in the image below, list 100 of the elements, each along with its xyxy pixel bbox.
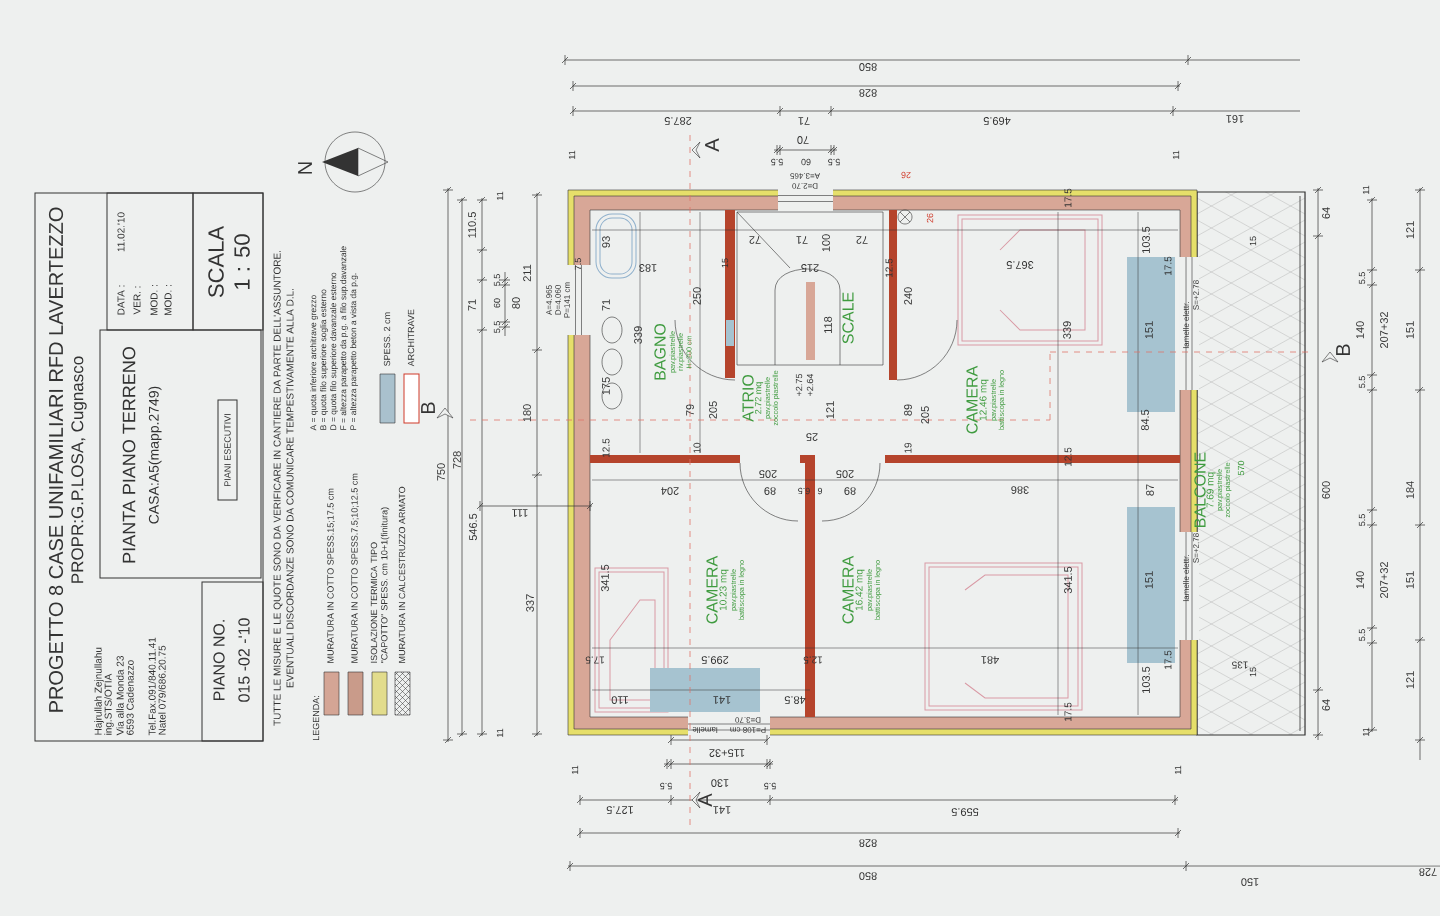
dimension-label: 12.5: [602, 438, 610, 457]
window-spec: A=4.965: [546, 285, 552, 315]
dimension-label: 337: [526, 594, 534, 612]
dimension-label: 600: [1322, 481, 1330, 499]
dimension-label: 17.5: [1164, 256, 1172, 275]
legend-label: ARCHITRAVE: [407, 309, 415, 367]
key-line: B = quota filo superiore soglia esterno: [320, 289, 328, 430]
contact-line: 6593 Cadenazzo: [126, 660, 134, 735]
dimension-label: 26: [926, 213, 934, 223]
level-label: +2.64: [806, 373, 814, 396]
dimension-label: 339: [1063, 321, 1071, 339]
dimension-label: 481: [981, 656, 999, 664]
dimension-label: 11: [1172, 150, 1180, 159]
dimension-label: 204: [661, 487, 679, 495]
dimension-label: 728: [1419, 868, 1437, 876]
dimension-label: 339: [634, 326, 642, 344]
dimension-label: 15: [721, 258, 729, 268]
dimension-label: 72: [749, 236, 761, 244]
legend-heading: LEGENDA:: [312, 696, 320, 740]
dimension-label: 151: [1145, 571, 1153, 589]
dimension-label: 121: [1406, 671, 1414, 689]
room-label: SCALE: [842, 292, 854, 344]
dimension-label: 141: [713, 696, 731, 704]
window-spec: S=+2.78: [1193, 280, 1199, 310]
dimension-label: 100: [822, 234, 830, 252]
dimension-label: 15: [1249, 667, 1257, 677]
dimension-label: 64: [1322, 699, 1330, 711]
dimension-label: 750: [437, 463, 445, 481]
dimension-label: 205: [921, 406, 929, 424]
dimension-label: 215: [801, 264, 819, 272]
dimension-label: 341.5: [601, 564, 609, 592]
dimension-label: 10: [693, 442, 701, 453]
dimension-label: 5.5: [660, 782, 672, 790]
window-spec: P=108 cm: [730, 727, 766, 733]
dimension-label: 5.5: [493, 274, 501, 286]
window-spec: lamelle elettr.: [1183, 302, 1189, 349]
dimension-label: 64: [1322, 207, 1330, 219]
dimension-label: 17.5: [585, 656, 604, 664]
dimension-label: 89: [844, 487, 856, 495]
dimension-label: 367.5: [1006, 261, 1034, 269]
section-marker: B: [1336, 344, 1350, 356]
dimension-label: 6: [817, 487, 823, 495]
legend-label: SPESS. 2 cm: [383, 312, 391, 366]
dimension-label: 469.5: [983, 117, 1011, 125]
compass-letter: N: [298, 162, 312, 174]
dimension-label: 79: [686, 404, 694, 416]
dimension-label: 70: [797, 136, 809, 144]
dimension-label: 11: [496, 191, 504, 200]
dimension-label: 12.5: [803, 656, 822, 664]
dimension-label: 546.5: [469, 513, 477, 541]
dimension-label: 211: [523, 264, 531, 282]
dimension-label: 115+32: [709, 749, 745, 757]
dimension-label: 140: [1356, 571, 1364, 589]
section-marker: B: [421, 402, 435, 414]
dimension-label: 11: [1362, 727, 1370, 736]
dimension-label: 5.5: [1358, 629, 1366, 641]
dimension-label: 17.5: [1064, 188, 1072, 207]
dimension-label: 151: [1406, 321, 1414, 339]
contact-line: ing.STS/OTIA: [104, 673, 114, 735]
dimension-label: 25: [806, 433, 818, 441]
dimension-label: 5.5: [771, 158, 783, 166]
stamp-box: PIANI ESECUTIVI: [217, 399, 238, 501]
dimension-label: 89: [764, 487, 776, 495]
dimension-label: 7.5: [574, 258, 582, 270]
dimension-label: 11: [1362, 185, 1370, 194]
dimension-label: 828: [859, 839, 877, 847]
dimension-label: 240: [904, 287, 912, 305]
dimension-label: 287.5: [664, 117, 692, 125]
dimension-label: 12.5: [885, 258, 893, 277]
contact-line: Tel.Fax.091/840.11.41: [148, 637, 156, 736]
dimension-label: 71: [468, 299, 476, 311]
dimension-label: 5.5: [1358, 272, 1366, 284]
dimension-label: 84.5: [1141, 409, 1149, 431]
dimension-label: 121: [826, 401, 834, 419]
dimension-label: 110.5: [468, 212, 476, 238]
dimension-label: 559.5: [951, 808, 979, 816]
legend-label: MURATURA IN COTTO SPESS.7.5;10;12.5 cm: [351, 473, 359, 663]
dimension-label: 207+32: [1380, 562, 1388, 598]
dimension-label: 15: [1249, 236, 1257, 246]
dimension-label: 26: [901, 171, 911, 179]
dimension-label: 80: [512, 297, 520, 309]
dimension-label: 161: [1226, 115, 1244, 123]
legend-label: ISOLAZIONE TERMICA TIPO "CAPOTTO" SPESS. cm 10+1(finitura): [370, 507, 390, 664]
dimension-label: 118: [824, 316, 832, 333]
dimension-label: 184: [1406, 481, 1414, 499]
dimension-label: 299.5: [701, 656, 729, 664]
dimension-label: 6.5: [798, 487, 810, 495]
dimension-label: 130: [711, 779, 729, 787]
dimension-label: 71: [798, 117, 810, 125]
dimension-label: 140: [1356, 321, 1364, 339]
note-text: TUTTE LE MISURE E LE QUOTE SONO DA VERIFICARE IN CANTIERE DA PARTE DELL'ASSUNTORE.: [273, 250, 283, 726]
dimension-label: 60: [493, 298, 501, 308]
dimension-label: 5.5: [1358, 514, 1366, 526]
dimension-label: 207+32: [1380, 312, 1388, 348]
dimension-label: 11: [571, 765, 579, 774]
dimension-label: 17.5: [1164, 650, 1172, 669]
dimension-label: 121: [1406, 221, 1414, 239]
key-line: A = quota inferiore architrave grezzo: [310, 295, 318, 431]
revision-table: DATA : 11.02.'10 VER. : MOD. : MOD. :: [106, 192, 194, 331]
dimension-label: 850: [859, 872, 877, 880]
